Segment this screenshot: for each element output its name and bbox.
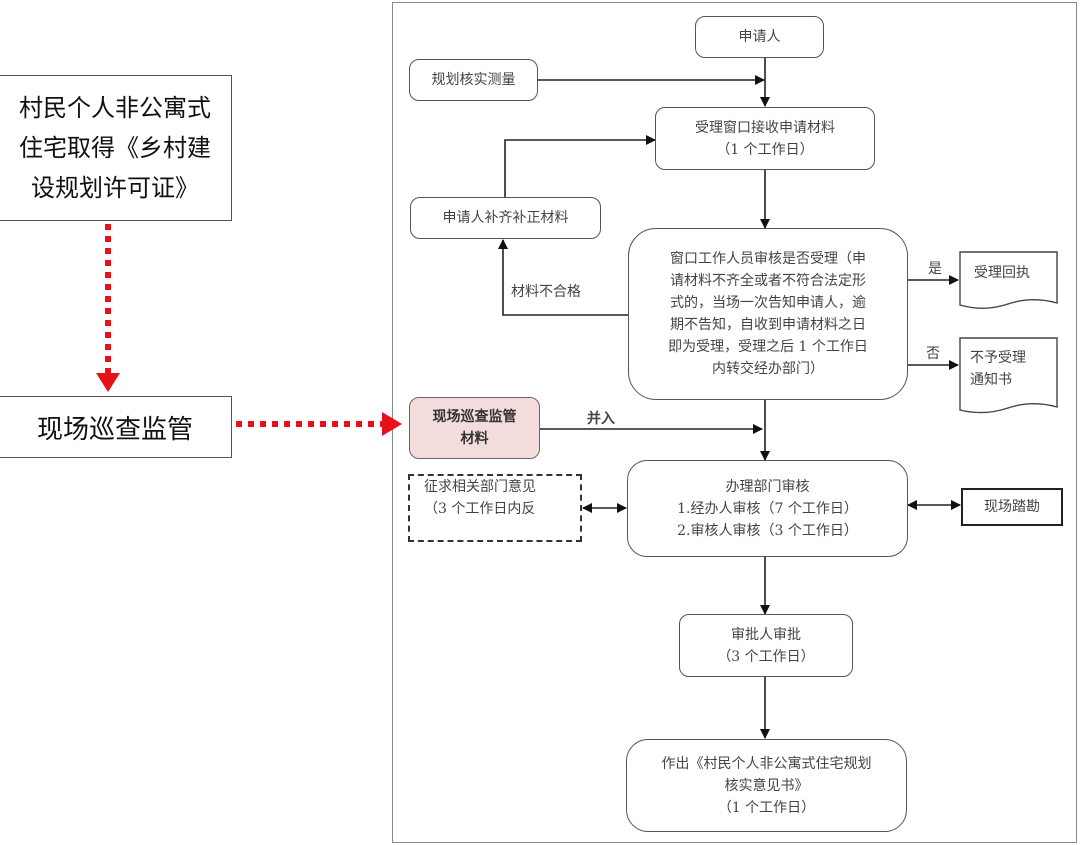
review-line-5: 即为受理，受理之后 1 个工作日 [668,339,868,355]
applicant-label: 申请人 [738,29,781,45]
approver-line-2: （3 个工作日） [717,648,815,665]
rejection-line-2: 通知书 [970,372,1012,388]
receive-materials-node: 受理窗口接收申请材料 （1 个工作日） [655,107,875,170]
rejection-label: 不予受理 通知书 [970,347,1026,391]
patrol-material-node: 现场巡查监管 材料 [409,397,540,459]
yes-label: 是 [928,261,942,277]
site-survey-node: 现场踏勘 [961,488,1063,526]
window-review-node: 窗口工作人员审核是否受理（申 请材料不齐全或者不符合法定形 式的，当场一次告知申… [628,228,908,400]
review-line-1: 窗口工作人员审核是否受理（申 [670,251,866,267]
patrol-line-2: 材料 [460,431,489,447]
edge-review-to-supplement [498,239,628,316]
approver-node: 审批人审批 （3 个工作日） [679,614,853,677]
permit-title-line-1: 村民个人非公寓式 [19,94,211,122]
supplement-label: 申请人补齐补正材料 [442,210,569,226]
issue-line-1: 作出《村民个人非公寓式住宅规划 [661,755,872,772]
red-arrowhead-right [382,412,402,436]
site-supervision-box: 现场巡查监管 [0,396,232,458]
dept-review-line-3: 2.审核人审核（3 个工作日） [677,522,858,539]
survey-node: 规划核实测量 [409,59,538,101]
consult-line-1: 征求相关部门意见 [424,479,536,495]
dept-review-line-1: 办理部门审核 [725,478,810,495]
issue-line-2: 核实意见书》 [724,777,809,794]
survey-label: 规划核实测量 [431,72,516,88]
permit-title-line-2: 住宅取得《乡村建 [19,134,211,162]
receive-line-2: （1 个工作日） [716,141,814,158]
merge-label: 并入 [587,411,615,427]
approver-line-1: 审批人审批 [731,626,801,643]
unqualified-label: 材料不合格 [511,284,581,300]
edge-supplement-to-receive [504,135,656,197]
review-line-6: 内转交经办部门） [712,361,824,377]
consult-departments-node: 征求相关部门意见 （3 个工作日内反 [408,474,582,542]
supplement-node: 申请人补齐补正材料 [410,197,601,239]
dept-review-line-2: 1.经办人审核（7 个工作日） [677,500,858,517]
site-supervision-label: 现场巡查监管 [36,414,193,445]
issue-line-3: （1 个工作日） [717,799,816,816]
red-arrowhead-down [96,373,120,392]
no-label: 否 [926,346,940,362]
consult-line-2: （3 个工作日内反 [424,501,536,517]
rejection-line-1: 不予受理 [970,350,1026,366]
patrol-line-1: 现场巡查监管 [432,409,517,425]
review-line-4: 期不告知，自收到申请材料之日 [670,317,866,333]
receipt-label: 受理回执 [974,265,1030,281]
issue-opinion-node: 作出《村民个人非公寓式住宅规划 核实意见书》 （1 个工作日） [626,739,907,832]
dept-review-node: 办理部门审核 1.经办人审核（7 个工作日） 2.审核人审核（3 个工作日） [627,460,908,557]
permit-title-line-3: 设规划许可证》 [31,174,199,202]
permit-title-box: 村民个人非公寓式 住宅取得《乡村建 设规划许可证》 [0,75,232,221]
applicant-node: 申请人 [695,16,824,58]
review-line-2: 请材料不齐全或者不符合法定形 [670,273,866,289]
receipt-document-shape [959,251,1058,309]
review-line-3: 式的，当场一次告知申请人，逾 [670,295,866,311]
receive-line-1: 受理窗口接收申请材料 [695,119,835,136]
rejection-document-shape [959,337,1058,414]
site-survey-label: 现场踏勘 [984,499,1040,515]
